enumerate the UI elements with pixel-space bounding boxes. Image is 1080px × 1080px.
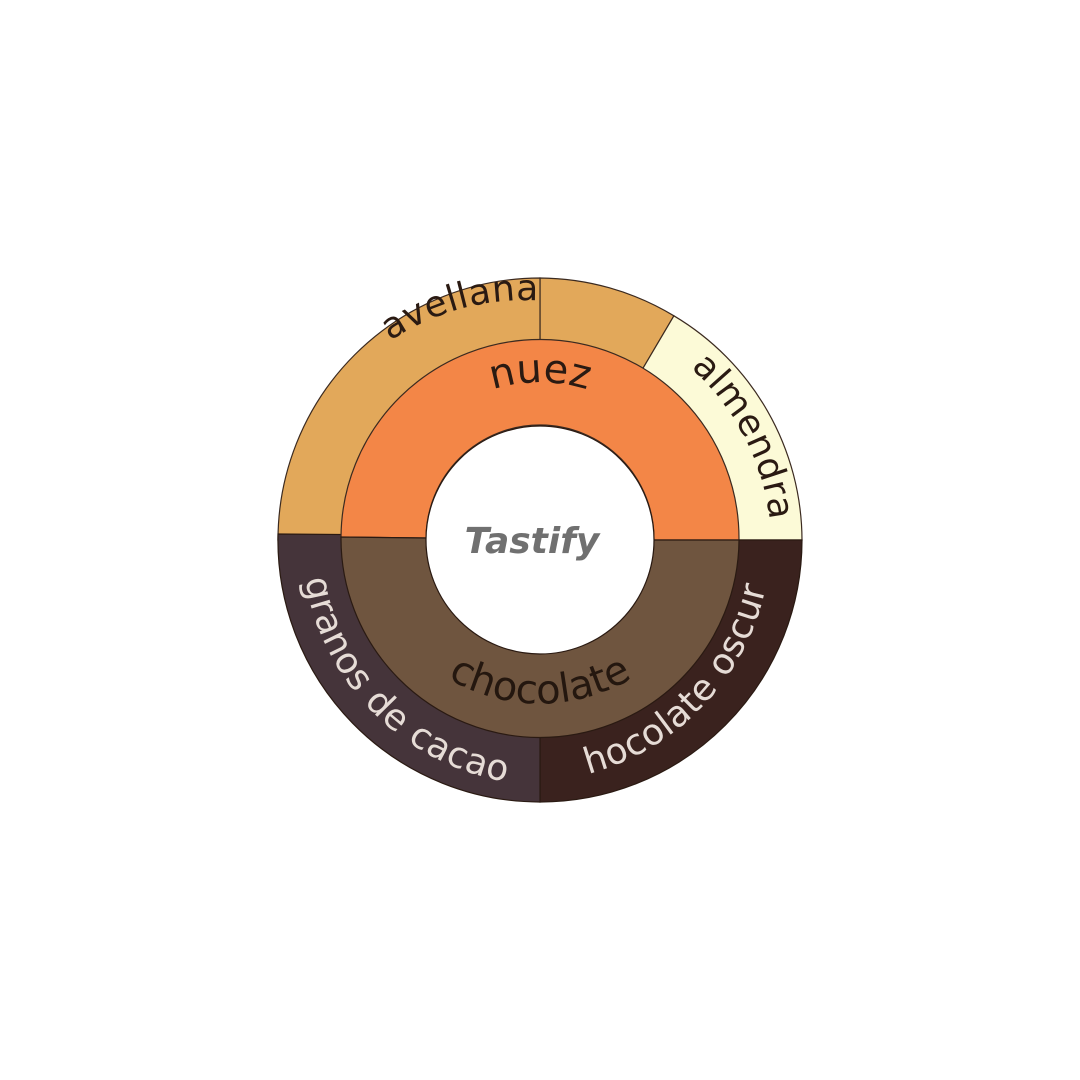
brand-logo-text: Tastify <box>465 521 601 562</box>
segment-nuez[interactable] <box>340 338 740 541</box>
label-nuez: nuez <box>484 346 596 399</box>
center-hole <box>425 425 655 655</box>
